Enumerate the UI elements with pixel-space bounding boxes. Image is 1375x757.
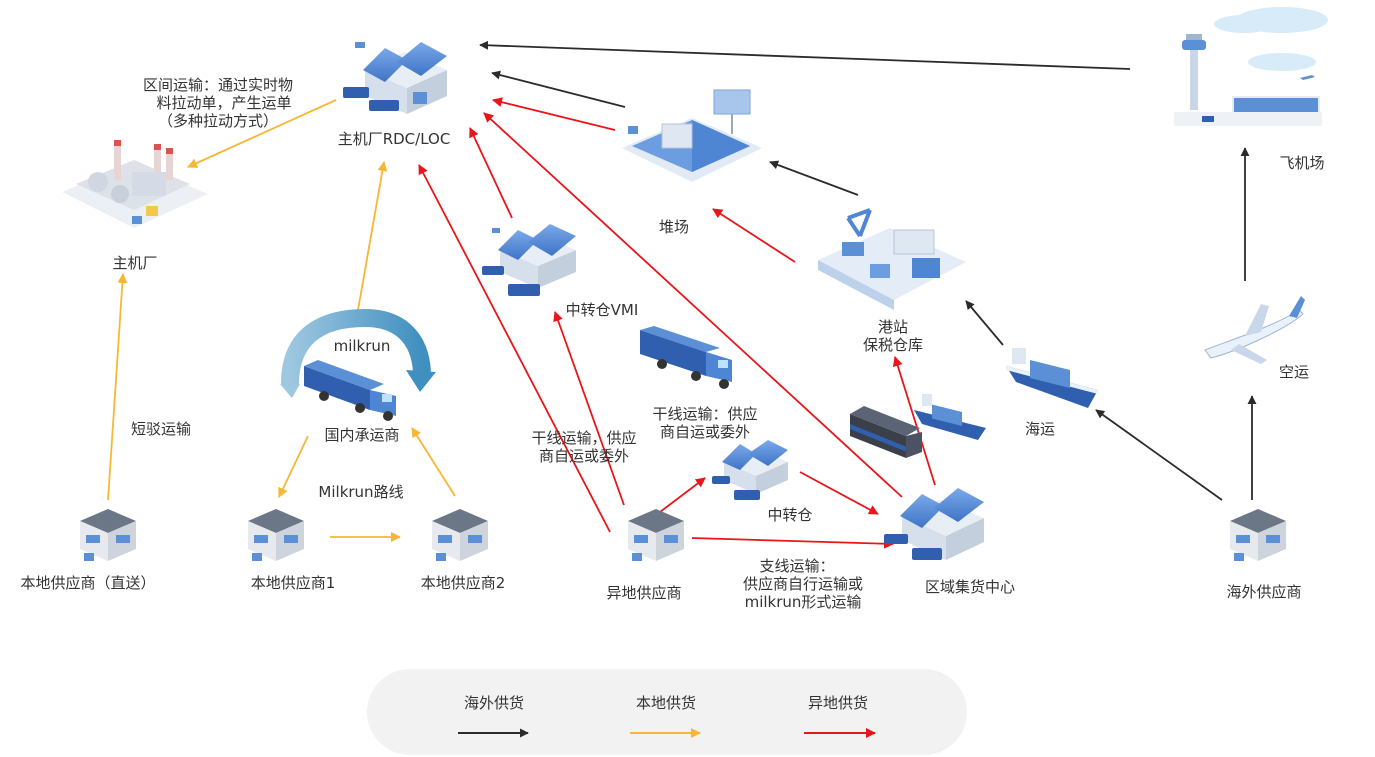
legend: 海外供货 本地供货 异地供货 [367,669,967,755]
arrow-milkrun-to-rdc [357,161,388,311]
supplier-building-remote [628,509,684,561]
label-interval-2: 料拉动单，产生运单 [156,94,291,112]
airport-icon [1174,7,1328,126]
arrow-carrier-to-local1 [278,435,309,498]
label-port-1: 港站 [878,318,908,336]
supplier-building-2 [432,509,488,561]
arrow-yard-to-rdc-red [492,97,616,131]
label-carrier: 国内承运商 [324,426,399,444]
label-trunk-right-2: 商自运或委外 [660,423,750,441]
transfer-warehouse-icon [712,440,788,500]
arrow-remote-to-hub [691,537,894,549]
carrier-truck-icon [304,360,396,421]
label-trunk-left-1: 干线运输，供应 [531,429,636,447]
milkrun-cycle-icon [280,308,436,398]
arrow-hub-to-rdc [483,112,903,498]
arrow-vmi-to-rdc [469,127,513,219]
supplier-building-1 [248,509,304,561]
label-branch-2: 供应商自行运输或 [743,575,863,593]
label-transfer: 中转仓 [767,506,812,524]
label-milkrun: milkrun [334,337,391,355]
supplier-building-direct [80,509,136,561]
yard-icon [622,89,762,182]
arrow-remote-to-rdc-long [418,164,611,533]
flow-arrows [107,40,1257,549]
label-port-2: 保税仓库 [863,336,923,354]
label-yard: 堆场 [659,218,689,236]
airplane-icon [1204,296,1305,364]
cargo-ship-icon [1006,348,1098,408]
vmi-warehouse-icon [482,224,576,296]
arrow-hub-to-port [892,356,936,486]
arrow-direct-to-oem [107,273,128,501]
arrow-rdc-to-oem [187,99,337,168]
arrow-remote-to-transfer [659,477,706,513]
label-sea: 海运 [1025,420,1055,438]
arrow-ship-to-port [965,300,1004,346]
label-local-direct: 本地供应商（直送） [20,574,155,592]
supplier-building-overseas [1230,509,1286,561]
label-airport: 飞机场 [1279,154,1324,172]
label-air: 空运 [1279,363,1309,381]
oem-factory-icon [62,140,208,228]
label-milkrun-route: Milkrun路线 [318,483,403,501]
train-icon [850,406,922,458]
label-vmi: 中转仓VMI [566,301,639,319]
label-trunk-right-1: 干线运输：供应 [652,405,757,423]
legend-label-overseas: 海外供货 [464,694,524,712]
label-overseas: 海外供应商 [1226,583,1301,601]
arrow-overseas-to-ship [1095,409,1223,501]
arrow-yard-to-rdc [491,70,626,108]
label-branch-1: 支线运输： [759,557,834,575]
legend-panel [367,669,967,755]
label-remote: 异地供应商 [606,584,681,602]
port-bonded-warehouse-icon [818,208,966,310]
legend-item-overseas: 海外供货 [458,694,529,738]
label-local-2: 本地供应商2 [421,574,506,592]
arrow-airport-to-rdc [479,40,1131,70]
legend-item-local: 本地供货 [630,694,701,738]
label-interval-1: 区间运输：通过实时物 [143,76,293,94]
arrow-port-to-yard-red [712,208,796,263]
label-branch-3: milkrun形式运输 [745,593,862,611]
arrow-local2-to-carrier [411,427,456,497]
arrow-port-to-yard [769,160,859,196]
diagram-labels: 主机厂RDC/LOC 主机厂 堆场 飞机场 中转仓VMI 港站 保税仓库 国内承… [20,76,1324,611]
small-ship-icon [914,394,986,440]
label-interval-3: （多种拉动方式） [158,112,278,130]
arrow-transfer-to-hub [799,471,879,515]
rdc-warehouse-icon [343,42,447,114]
label-short-haul: 短驳运输 [131,420,191,438]
trunk-truck-icon [640,326,732,389]
label-hub: 区域集货中心 [925,578,1015,596]
label-oem: 主机厂 [112,254,157,272]
regional-hub-icon [884,488,984,560]
legend-label-remote: 异地供货 [808,694,868,712]
legend-item-remote: 异地供货 [804,694,876,738]
arrow-remote-to-vmi [553,311,625,506]
label-rdc: 主机厂RDC/LOC [338,130,451,148]
label-local-1: 本地供应商1 [251,574,336,592]
legend-label-local: 本地供货 [636,694,696,712]
label-trunk-left-2: 商自运或委外 [539,447,629,465]
